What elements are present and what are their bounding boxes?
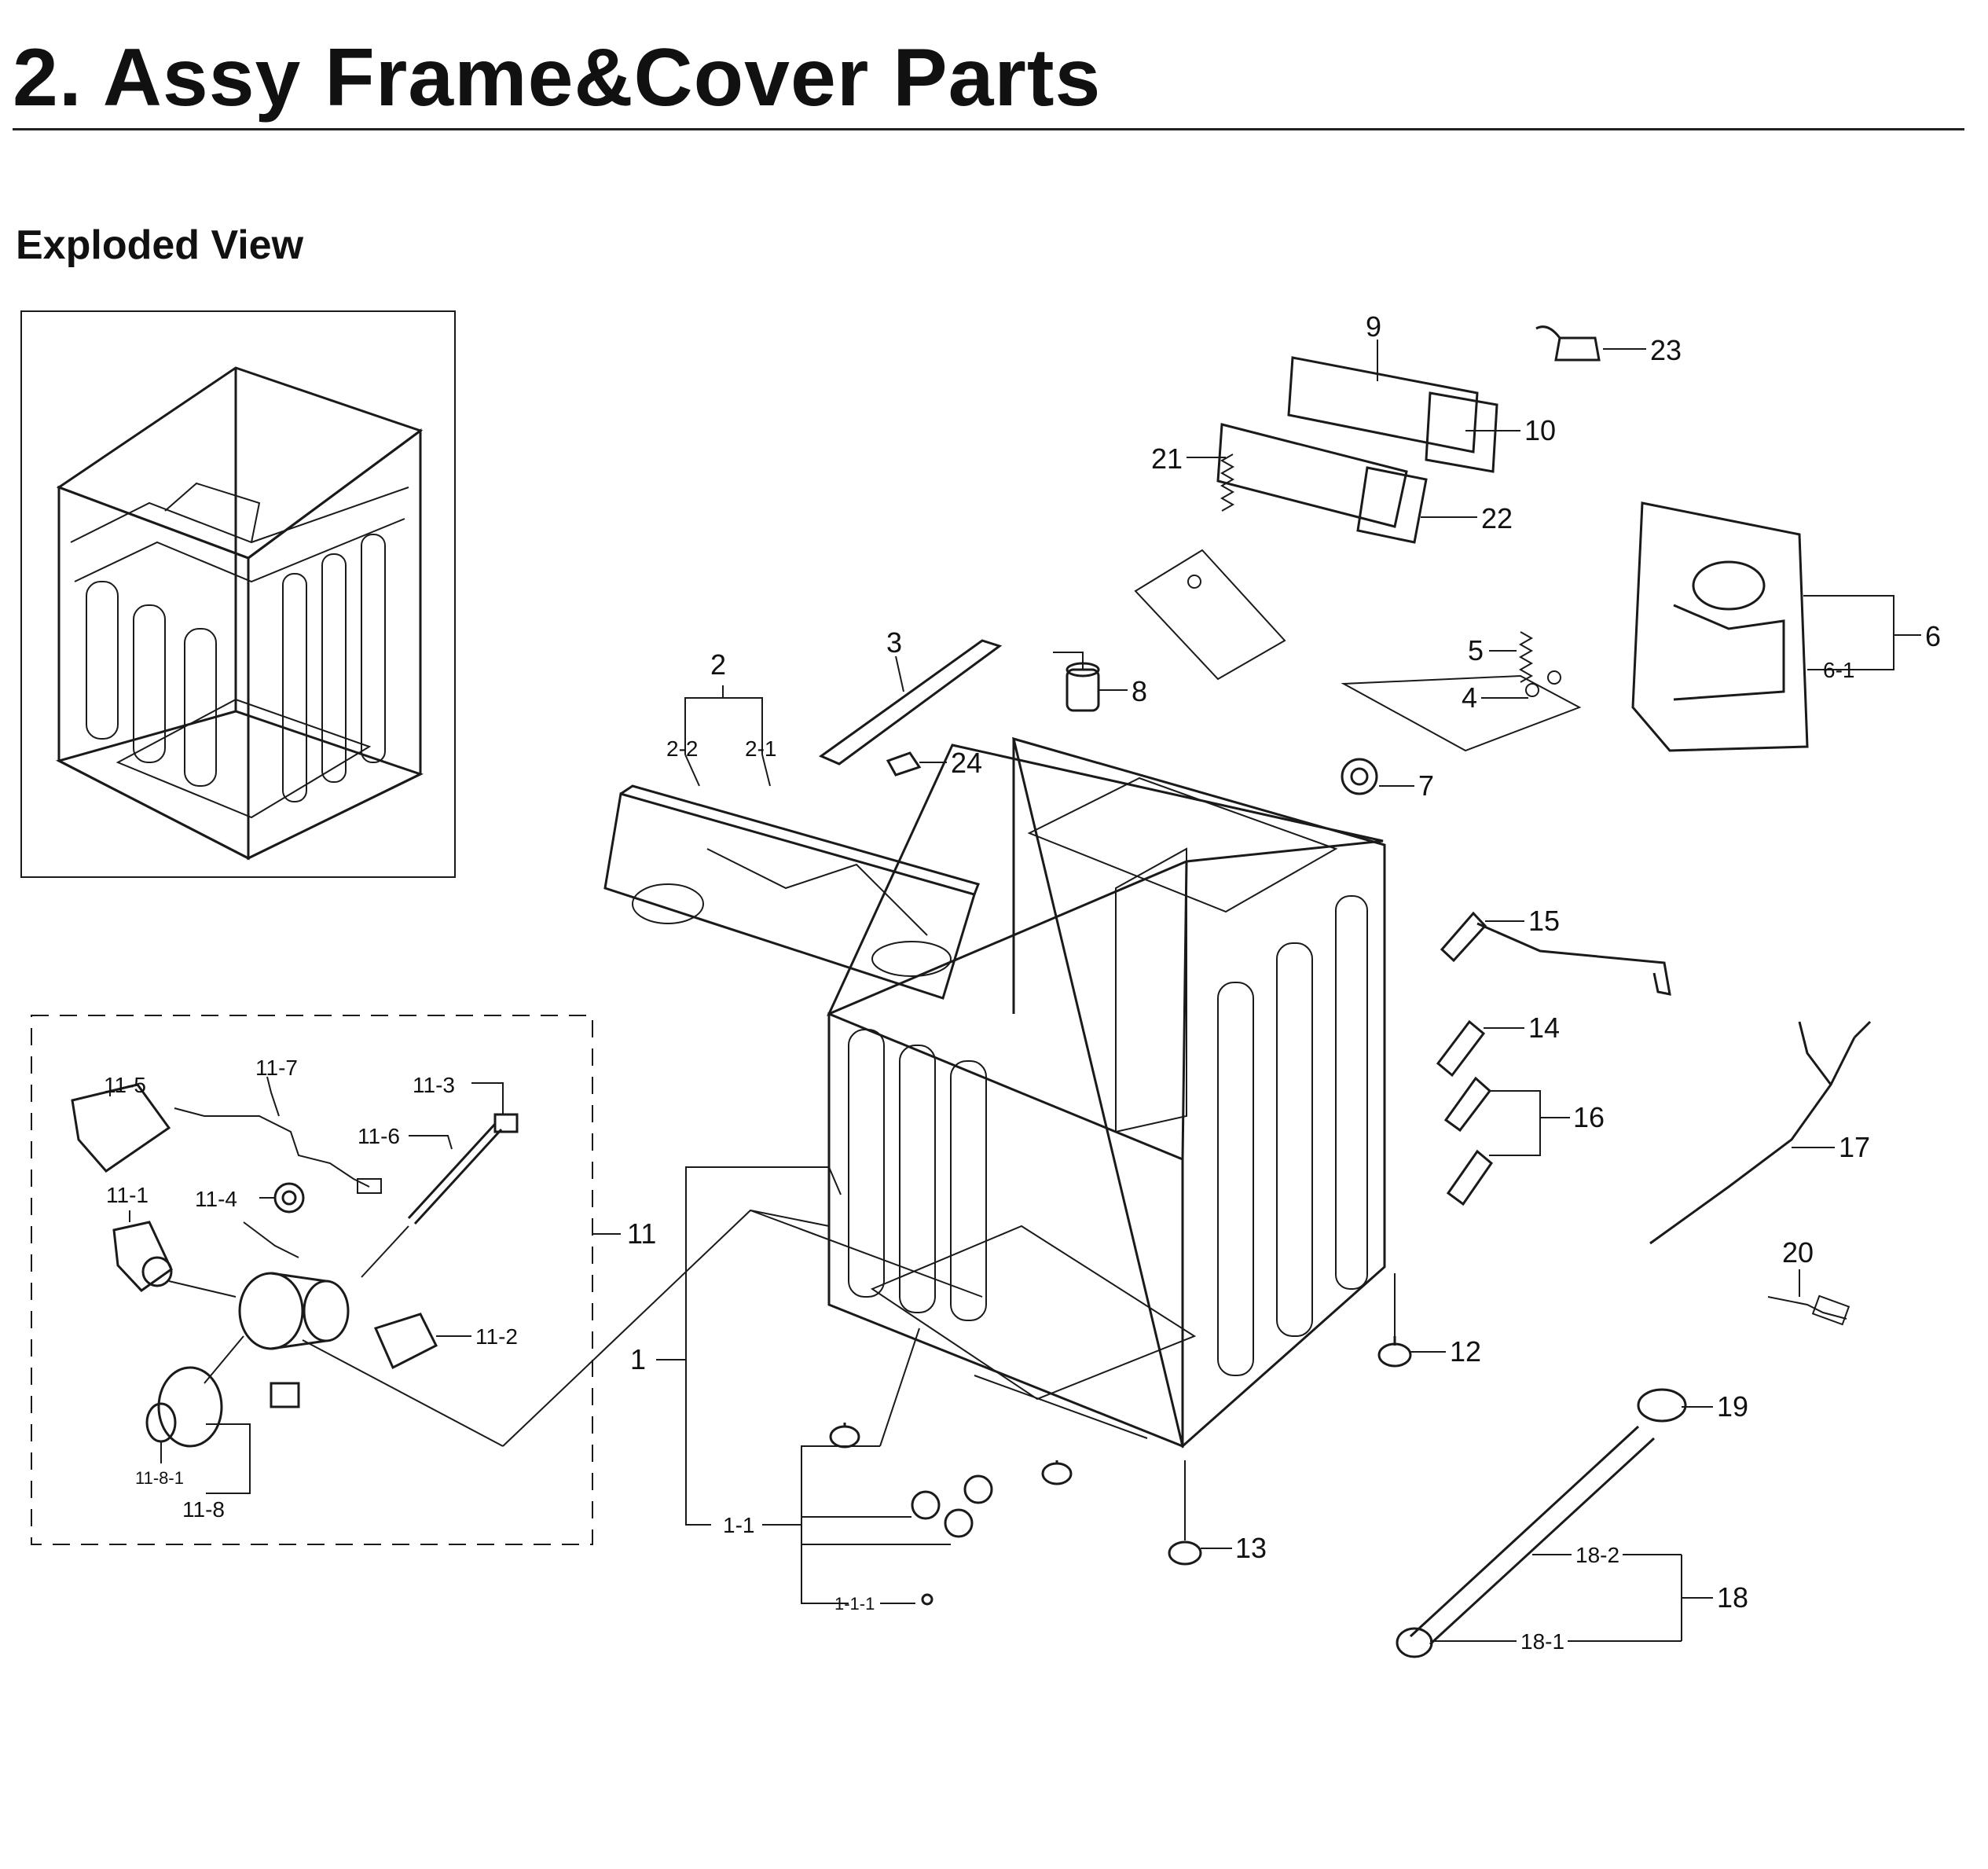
callout-11-5: 11-5 [104, 1073, 146, 1097]
door-cover-6 [1631, 501, 1809, 752]
callout-20: 20 [1782, 1236, 1814, 1269]
wire-harness-17 [1649, 1020, 1872, 1245]
callout-leader-lines [109, 340, 1921, 1642]
callout-2-1: 2-1 [745, 736, 776, 761]
front-top-panel [603, 784, 980, 1000]
exploded-view-heading: Exploded View [16, 222, 304, 268]
sensor-15 [1440, 911, 1671, 996]
callout-labels: 2 2-2 2-1 3 24 8 9 10 21 22 23 6 6-1 5 4… [104, 310, 1941, 1654]
sensor-14 [1436, 1019, 1486, 1078]
callout-1-1-1: 1-1-1 [834, 1594, 875, 1614]
title-rule [13, 128, 1964, 130]
callout-4: 4 [1462, 681, 1477, 714]
top-bracket-3 [818, 639, 1003, 766]
ring-11-4 [273, 1182, 305, 1214]
callout-19: 19 [1717, 1390, 1748, 1423]
assembled-cabinet-inset [20, 310, 456, 878]
callout-3: 3 [886, 626, 902, 659]
power-cord-20 [1767, 1294, 1850, 1326]
drain-pump-group-box [31, 1015, 621, 1545]
callout-17: 17 [1839, 1131, 1870, 1163]
rod-11-6 [407, 1122, 503, 1225]
callout-1-1: 1-1 [723, 1513, 754, 1537]
hanger-4 [1341, 670, 1582, 752]
callout-21: 21 [1151, 442, 1183, 475]
control-module-21 [1216, 423, 1408, 528]
pump-leader-lines [168, 1221, 504, 1447]
callout-18-1: 18-1 [1520, 1629, 1564, 1654]
callout-11-2: 11-2 [475, 1324, 518, 1349]
hose-cap-19 [1637, 1388, 1687, 1423]
motor-11-1 [112, 1221, 173, 1292]
callout-14: 14 [1528, 1012, 1560, 1044]
callout-15: 15 [1528, 905, 1560, 937]
wire-11-7 [174, 1107, 382, 1194]
callout-1: 1 [630, 1343, 646, 1375]
callout-11-3: 11-3 [413, 1073, 455, 1097]
pump-cover-11-5 [71, 1083, 171, 1173]
callout-10: 10 [1524, 414, 1556, 446]
module-22 [1356, 466, 1428, 544]
callout-18-2: 18-2 [1575, 1543, 1619, 1567]
callout-9: 9 [1366, 310, 1381, 343]
callout-16: 16 [1573, 1101, 1605, 1133]
callout-18: 18 [1717, 1581, 1748, 1614]
callout-5: 5 [1468, 634, 1484, 666]
callout-2: 2 [710, 648, 726, 681]
callout-13: 13 [1235, 1532, 1267, 1564]
sensors-16 [1443, 1076, 1494, 1206]
valve-11-2 [373, 1313, 438, 1370]
callout-6-1: 6-1 [1823, 658, 1854, 682]
knob-11-3 [493, 1113, 519, 1133]
filter-11-8 [145, 1366, 223, 1448]
callout-11-8-1: 11-8-1 [135, 1468, 184, 1488]
callout-23: 23 [1650, 334, 1682, 366]
callout-6: 6 [1925, 620, 1941, 652]
callout-8: 8 [1132, 675, 1147, 707]
cable-23 [1535, 325, 1601, 362]
clip-24 [886, 751, 922, 777]
pcb-cover-9 [1287, 356, 1479, 453]
callout-24: 24 [951, 747, 982, 779]
pump-housing [238, 1272, 350, 1350]
callout-11-6: 11-6 [358, 1124, 400, 1148]
top-spring-group [1134, 453, 1286, 681]
callout-11: 11 [627, 1217, 656, 1250]
leveling-legs [829, 1336, 1412, 1606]
ring-7 [1341, 758, 1378, 795]
small-block [270, 1382, 300, 1408]
damper-8 [1066, 662, 1100, 712]
page-title: 2. Assy Frame&Cover Parts [13, 32, 1102, 123]
callout-22: 22 [1481, 502, 1513, 534]
callout-11-4: 11-4 [195, 1187, 237, 1211]
drain-hose-18 [1396, 1425, 1656, 1658]
main-cabinet-frame [827, 736, 1386, 1449]
callout-11-1: 11-1 [106, 1183, 149, 1207]
callout-12: 12 [1450, 1335, 1481, 1368]
callout-11-7: 11-7 [255, 1056, 298, 1080]
callout-2-2: 2-2 [666, 736, 698, 761]
bracket-10 [1425, 391, 1498, 473]
callout-7: 7 [1418, 769, 1434, 802]
spring-5 [1518, 631, 1534, 683]
callout-11-8: 11-8 [182, 1497, 225, 1522]
